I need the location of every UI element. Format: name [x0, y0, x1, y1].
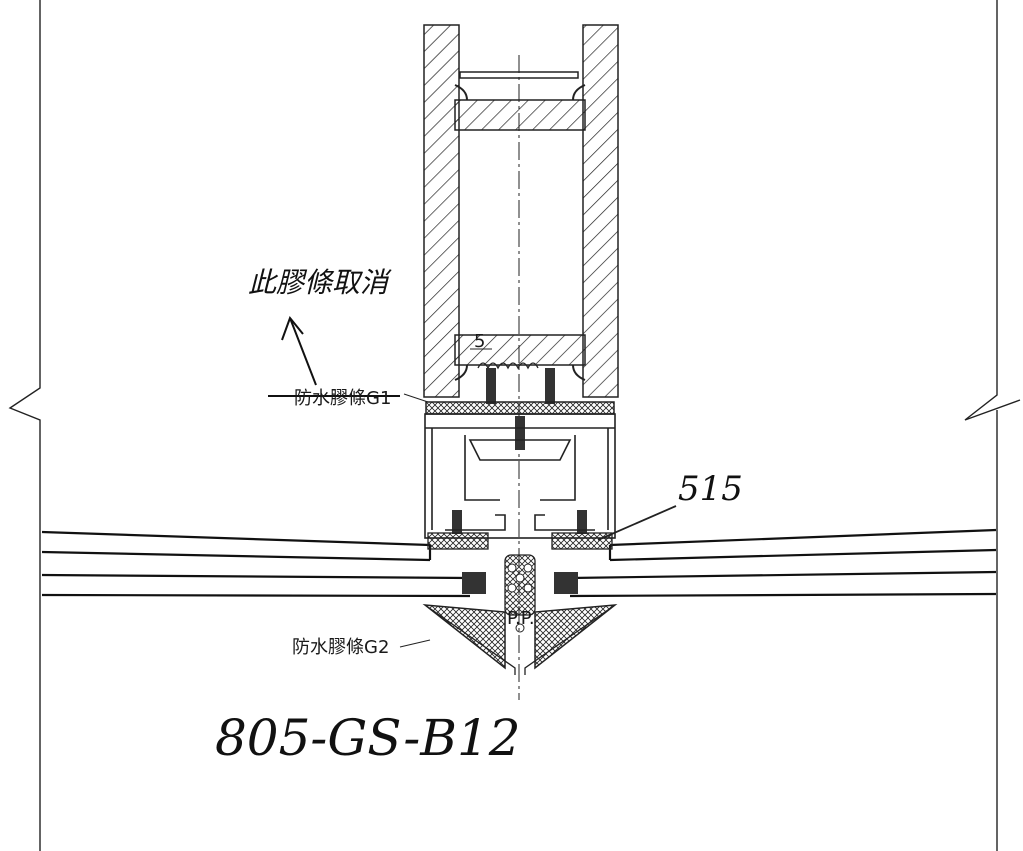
bolts — [452, 368, 587, 534]
gasket-g1-label: 防水膠條G1 — [294, 388, 391, 409]
glass-right — [569, 528, 997, 598]
svg-text:5: 5 — [474, 331, 485, 352]
gasket-g2-label: 防水膠條G2 — [292, 637, 389, 658]
steel-tube — [423, 24, 619, 398]
gasket-g1 — [425, 401, 615, 415]
leader-lines — [399, 393, 677, 648]
break-border-right — [964, 0, 1021, 851]
glass-left — [41, 530, 471, 598]
break-border-left — [8, 0, 41, 851]
arrow-up — [281, 315, 317, 386]
spacer-blocks — [427, 532, 613, 594]
backer-rod — [504, 554, 536, 633]
drawing-code: 805-GS-B12 — [215, 709, 521, 767]
aluminium-mullion — [424, 413, 616, 539]
side-mark: 515 — [678, 469, 743, 509]
pp-label: P.P. — [507, 608, 535, 629]
cancel-note: 此膠條取消 — [248, 266, 392, 299]
dimension-5: 5 — [470, 331, 492, 352]
gasket-g2 — [422, 604, 618, 675]
